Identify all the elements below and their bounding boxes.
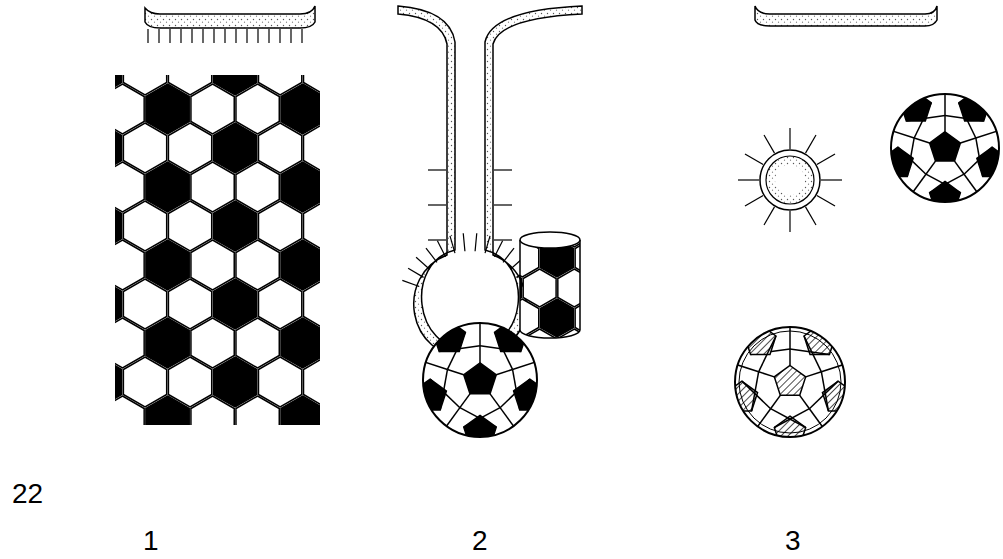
clathrin-cage — [414, 317, 546, 446]
flat-membrane — [145, 6, 315, 43]
hatched-clathrin-cage — [726, 322, 854, 446]
panel-number: 2 — [472, 527, 488, 555]
panel-number: 3 — [785, 527, 801, 555]
clathrin-cage — [882, 89, 1003, 211]
coated-pit — [398, 6, 582, 358]
flat-membrane — [755, 6, 937, 26]
figure-number: 22 — [12, 480, 43, 508]
coated-vesicle — [738, 128, 842, 232]
flat-clathrin-lattice — [115, 75, 320, 425]
panel-number: 1 — [143, 527, 159, 555]
